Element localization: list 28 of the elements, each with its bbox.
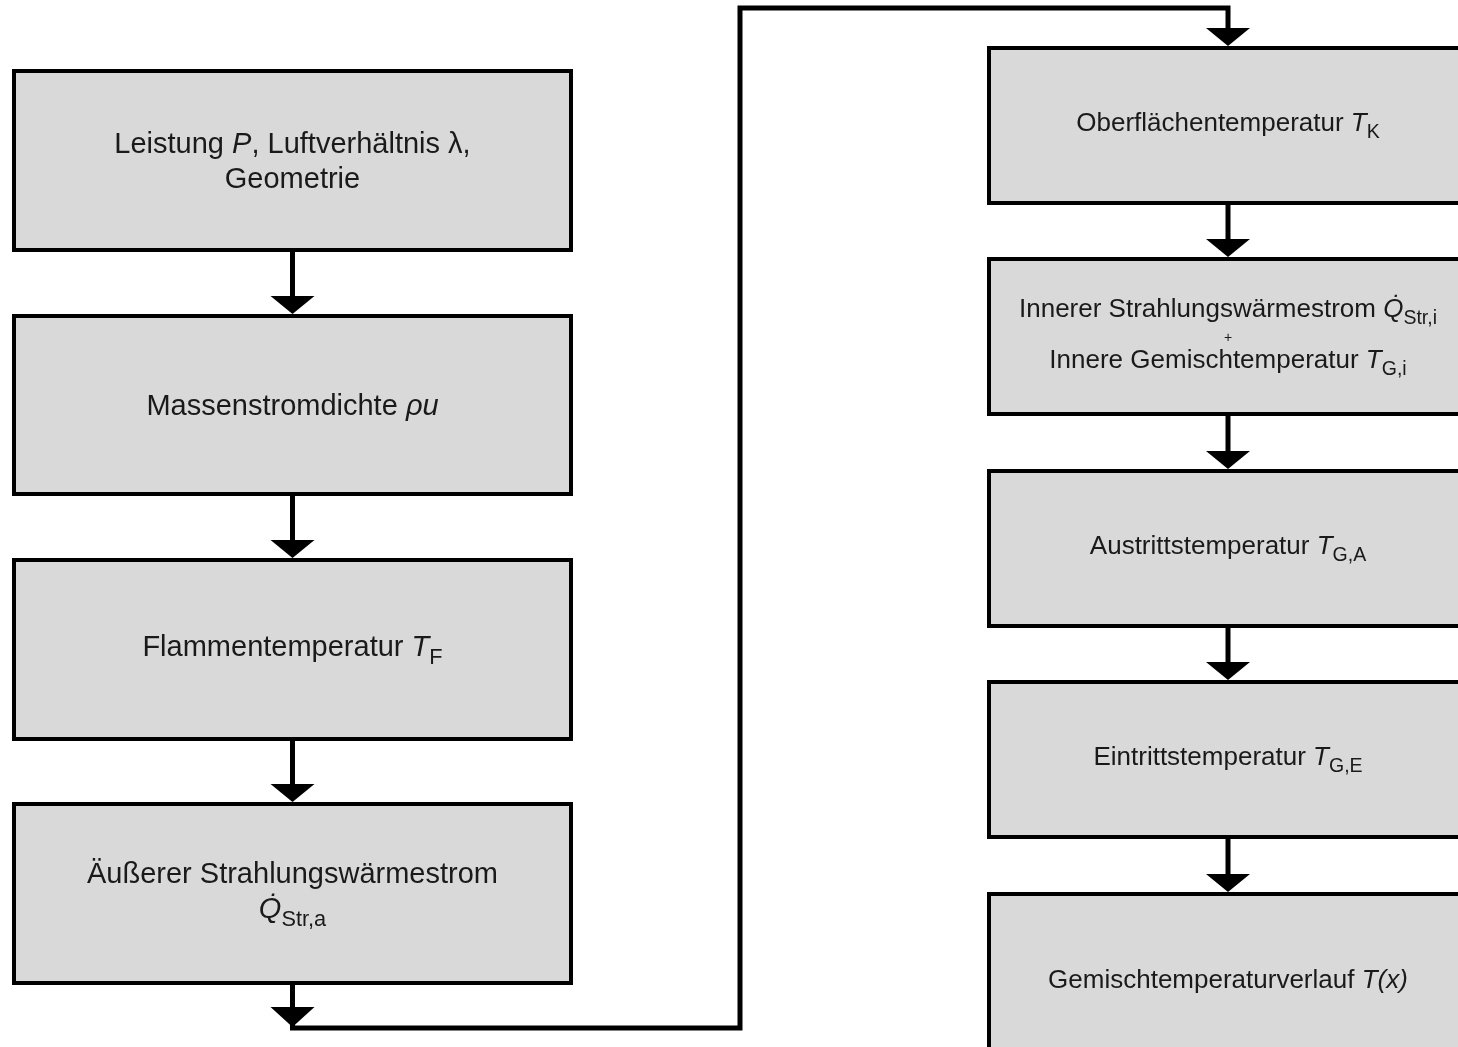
box-label: Gemischtemperaturverlauf T(x) [1048,963,1408,996]
box-label: Oberflächentemperatur T$_{K}$ [1076,107,1380,144]
process-box [987,892,1458,1047]
arrow [1206,416,1250,469]
box-label: Eintrittstemperatur T$_{G,E}$ [1093,741,1363,778]
box-label: Innerer Strahlungswärmestrom Q̇$_{Str,i}$ [1019,293,1437,330]
arrow [270,496,315,558]
box-label: Innere Gemischtemperatur T$_{G,i}$ [1049,343,1407,380]
arrow [270,741,315,802]
process-box [12,314,573,496]
process-box [987,257,1458,416]
box-label: Leistung P, Luftverhältnis λ, Geometrie [113,125,472,196]
arrow [1206,205,1250,257]
process-box [987,46,1458,205]
process-box [12,558,573,741]
plus-sign: + [1223,329,1233,344]
box-label: Massenstromdichte ρu [146,387,439,423]
arrow [270,252,315,314]
arrow [1206,628,1250,680]
process-box [12,69,573,252]
box-label: Austrittstemperatur T$_{G,A}$ [1089,530,1367,567]
process-box [987,680,1458,839]
process-box [987,469,1458,628]
arrow [270,5,1250,1031]
arrow [1206,839,1250,892]
box-label: Äußerer Strahlungswärmestrom Q̇$_{Str,a}$ [86,855,499,932]
box-label: Flammentemperatur T$_{F}$ [142,629,443,670]
process-box [12,802,573,985]
